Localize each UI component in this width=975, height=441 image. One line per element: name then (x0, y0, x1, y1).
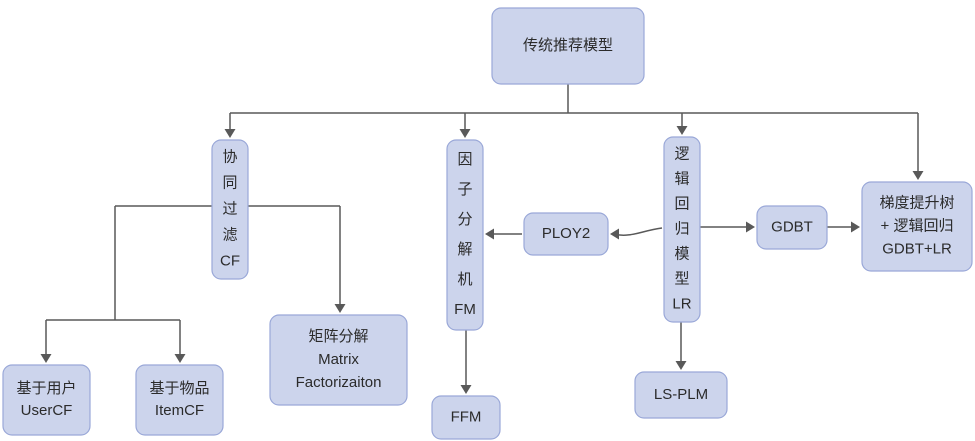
ls-plm-model-box[interactable] (634, 371, 728, 419)
arrow-into-lr (676, 126, 688, 135)
user-based-cf-label-line-1: UserCF (21, 402, 73, 419)
collaborative-filtering-label-line-4: CF (220, 252, 240, 269)
gdbt-plus-lr-model-box[interactable] (861, 181, 973, 272)
node-gdbt-model[interactable]: GDBT (756, 205, 828, 250)
ls-plm-model-label-line-0: LS-PLM (654, 386, 708, 403)
gdbt-model-label-line-0: GDBT (771, 218, 813, 235)
arrow-into-ploy2-left (610, 228, 619, 240)
arrow-into-gdbtlr-right (851, 221, 860, 233)
field-aware-factorization-machine-label-line-0: FFM (451, 408, 482, 425)
user-based-cf-box[interactable] (2, 364, 91, 436)
node-item-based-cf[interactable]: 基于物品 ItemCF (135, 364, 224, 436)
node-traditional-recommendation-models[interactable]: 传统推荐模型 (491, 7, 645, 85)
collaborative-filtering-label-line-2: 过 (222, 200, 237, 217)
traditional-recommendation-models-label-line-0: 传统推荐模型 (523, 37, 613, 54)
arrowheads-layer (40, 126, 924, 394)
factorization-machine-label-line-3: 解 (457, 241, 472, 258)
user-based-cf-label-line-0: 基于用户 (16, 380, 76, 397)
collaborative-filtering-label-line-0: 协 (222, 148, 237, 165)
item-based-cf-label-line-1: ItemCF (155, 402, 204, 419)
arrow-into-fm-left (485, 228, 494, 240)
poly2-model-label-line-0: PLOY2 (542, 225, 590, 242)
arrow-into-itemcf (174, 354, 186, 363)
poly2-model-box[interactable] (523, 212, 609, 256)
factorization-machine-box[interactable] (446, 139, 484, 331)
arrow-into-lsplm (675, 361, 687, 370)
gdbt-plus-lr-model-label-line-1: + 逻辑回归 (881, 217, 954, 234)
factorization-machine-label-line-5: FM (454, 301, 476, 318)
arrow-into-ffm (460, 385, 472, 394)
arrow-into-mf (334, 304, 346, 313)
gdbt-model-box[interactable] (756, 205, 828, 250)
factorization-machine-label-line-0: 因 (457, 151, 472, 168)
arrow-into-gdbt-right (746, 221, 755, 233)
logistic-regression-label-line-1: 辑 (674, 170, 689, 187)
logistic-regression-label-line-3: 归 (674, 220, 689, 237)
item-based-cf-label-line-0: 基于物品 (149, 380, 209, 397)
collaborative-filtering-box[interactable] (211, 139, 249, 280)
logistic-regression-label-line-6: LR (672, 295, 691, 312)
factorization-machine-label-line-4: 机 (457, 271, 472, 288)
arrow-into-gdbtlr-top (912, 171, 924, 180)
node-ls-plm-model[interactable]: LS-PLM (634, 371, 728, 419)
logistic-regression-label-line-0: 逻 (674, 145, 689, 162)
arrow-into-usercf (40, 354, 52, 363)
factorization-machine-label-line-2: 分 (457, 211, 472, 228)
matrix-factorization-label-line-1: Matrix (318, 351, 359, 368)
field-aware-factorization-machine-box[interactable] (431, 395, 501, 440)
factorization-machine-label-line-1: 子 (457, 181, 472, 198)
logistic-regression-box[interactable] (663, 136, 701, 323)
matrix-factorization-label-line-2: Factorizaiton (296, 374, 382, 391)
traditional-recommendation-models-box[interactable] (491, 7, 645, 85)
gdbt-plus-lr-model-label-line-2: GDBT+LR (882, 240, 952, 257)
node-user-based-cf[interactable]: 基于用户 UserCF (2, 364, 91, 436)
node-field-aware-factorization-machine[interactable]: FFM (431, 395, 501, 440)
logistic-regression-label-line-5: 型 (674, 270, 689, 287)
arrow-into-fm (459, 129, 471, 138)
edge-lr-to-ploy2 (611, 227, 663, 236)
collaborative-filtering-label-line-1: 同 (222, 174, 237, 191)
logistic-regression-label-line-2: 回 (674, 195, 689, 212)
node-poly2-model[interactable]: PLOY2 (523, 212, 609, 256)
node-gdbt-plus-lr-model[interactable]: 梯度提升树 + 逻辑回归 GDBT+LR (861, 181, 973, 272)
item-based-cf-box[interactable] (135, 364, 224, 436)
gdbt-plus-lr-model-label-line-0: 梯度提升树 (879, 194, 954, 211)
logistic-regression-label-line-4: 模 (674, 245, 689, 262)
matrix-factorization-label-line-0: 矩阵分解 (308, 328, 368, 345)
arrow-into-cf (224, 129, 236, 138)
collaborative-filtering-label-line-3: 滤 (222, 226, 237, 243)
matrix-factorization-box[interactable] (269, 314, 408, 406)
